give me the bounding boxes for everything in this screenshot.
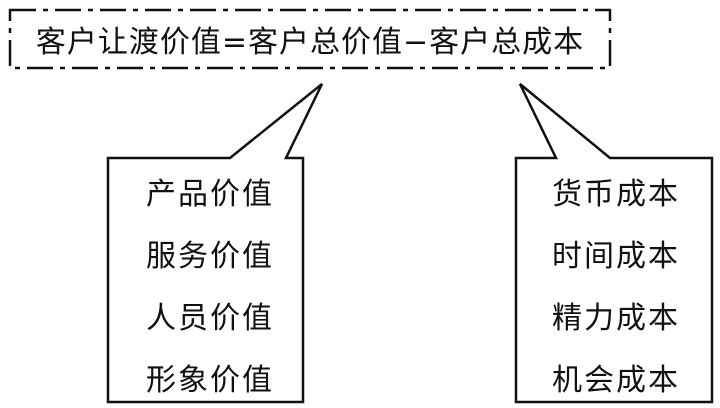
left-callout-item: 人员价值 xyxy=(146,301,274,336)
right-callout-item: 货币成本 xyxy=(552,177,680,212)
left-callout-item: 产品价值 xyxy=(146,177,274,212)
right-callout-bubble xyxy=(514,83,714,404)
right-callout-item: 精力成本 xyxy=(552,301,680,336)
formula-text: 客户让渡价值=客户总价值−客户总成本 xyxy=(35,25,585,60)
right-callout-item: 机会成本 xyxy=(552,363,680,398)
right-callout-item: 时间成本 xyxy=(552,239,680,274)
left-callout-item: 服务价值 xyxy=(146,239,274,274)
left-callout-item: 形象价值 xyxy=(146,363,274,398)
formula-box-border xyxy=(8,8,612,70)
left-callout-bubble xyxy=(106,83,324,404)
